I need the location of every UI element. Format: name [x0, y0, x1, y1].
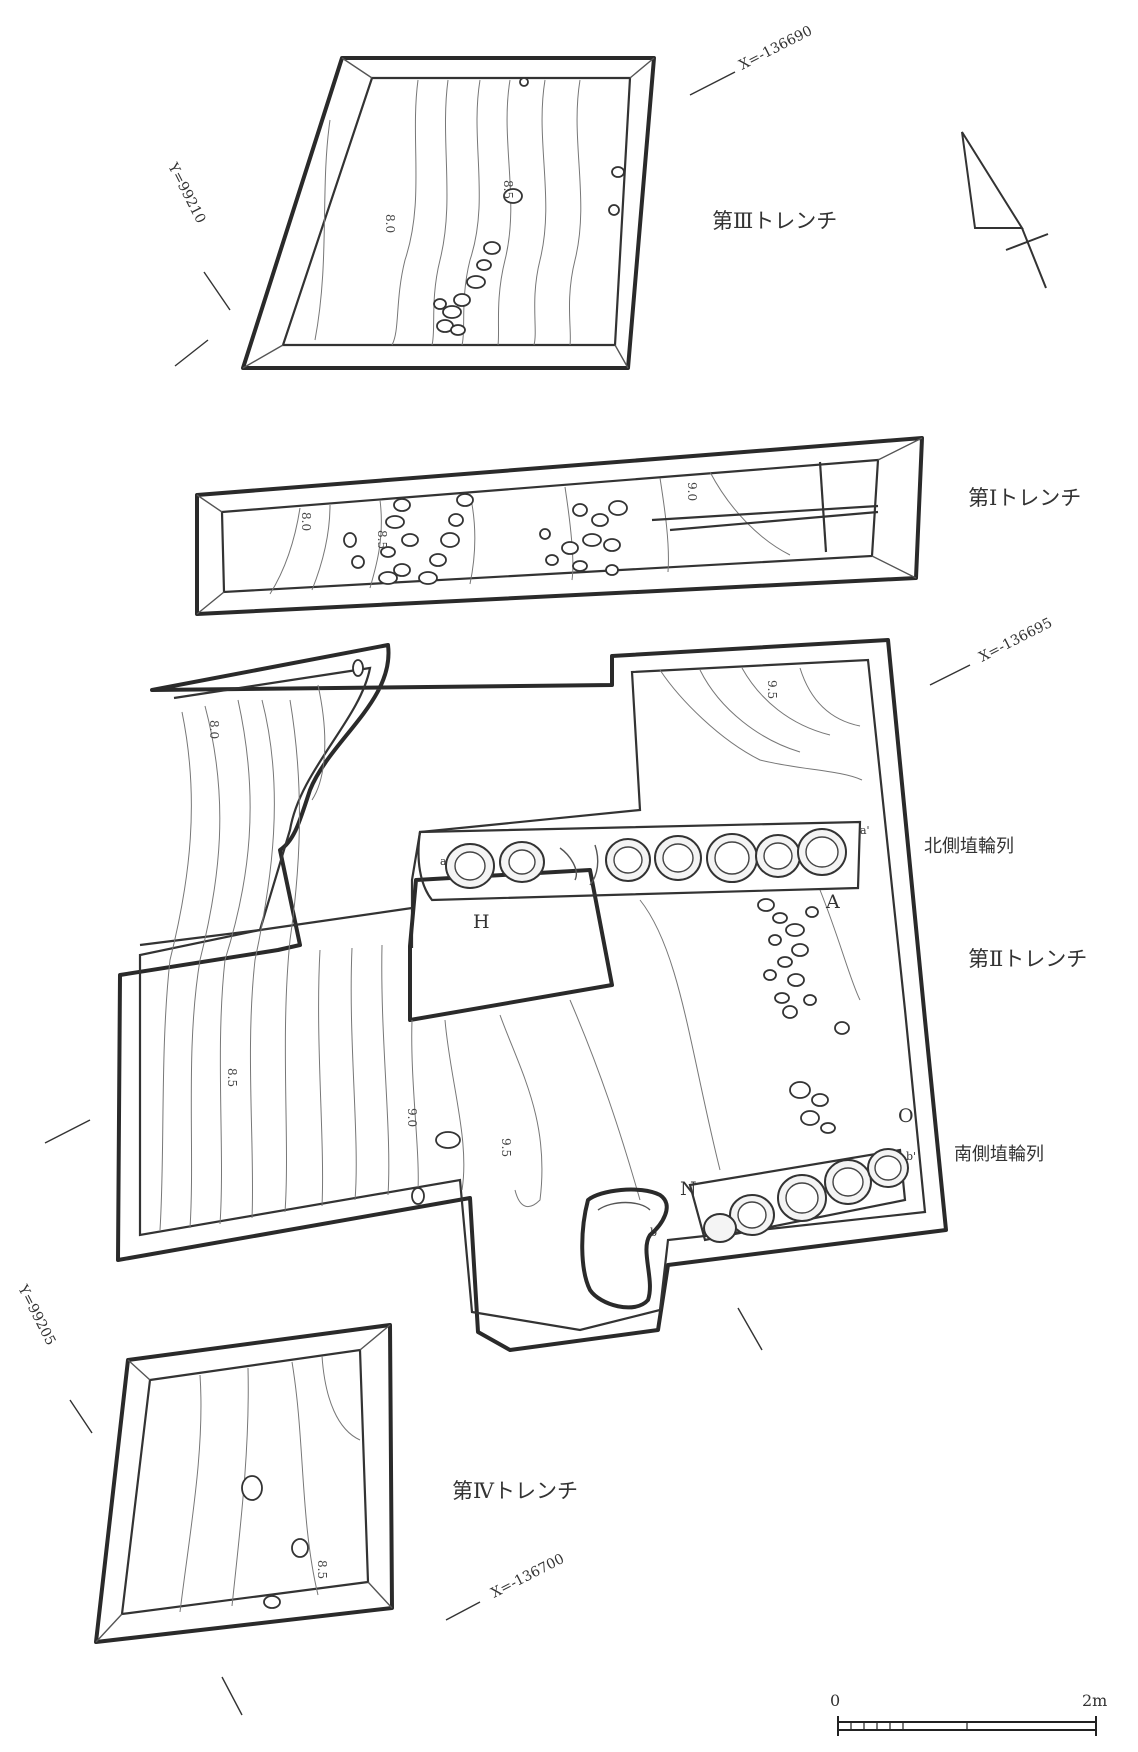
contour-label: 8.5 [315, 1560, 329, 1579]
trench-1: 8.0 8.5 9.0 [195, 436, 924, 616]
stones-t4 [241, 1475, 309, 1609]
haniwa-row-south [703, 1148, 909, 1243]
contour-label: 8.5 [375, 530, 389, 549]
trench-3-label: 第Ⅲトレンチ [712, 209, 837, 233]
point-b-prime: b' [906, 1150, 916, 1163]
stones-t1 [343, 493, 628, 585]
scale-bar: 0 2m [830, 1691, 1107, 1736]
contour-label: 9.0 [405, 1108, 419, 1127]
trench-3: 8.5 8.0 [241, 56, 656, 370]
trench-2: 9.5 8.0 8.5 9.0 9.5 H A N O a a' b b' [116, 638, 948, 1352]
contour-label: 9.0 [685, 482, 699, 501]
coord-y-99210: Y=99210 [164, 160, 208, 227]
stones-t3 [433, 77, 625, 336]
coord-x-136690: X=-136690 [737, 23, 815, 74]
scale-zero: 0 [830, 1691, 840, 1710]
north-haniwa-row-label: 北側埴輪列 [924, 836, 1014, 857]
trench-2-label: 第Ⅱトレンチ [968, 947, 1087, 971]
contour-label: 8.0 [299, 512, 313, 531]
point-A: A [825, 891, 840, 913]
south-haniwa-row-label: 南側埴輪列 [954, 1144, 1044, 1165]
north-arrow [961, 131, 1049, 289]
coord-x-136700: X=-136700 [489, 1551, 567, 1602]
trench-4: 8.5 [94, 1323, 394, 1644]
contour-label: 9.5 [765, 680, 779, 699]
scale-max: 2m [1082, 1691, 1107, 1710]
trench-4-label: 第Ⅳトレンチ [452, 1479, 578, 1503]
contour-label: 8.0 [383, 214, 397, 233]
point-N: N [680, 1178, 697, 1200]
point-H: H [473, 911, 490, 933]
point-a-prime: a' [860, 824, 870, 837]
contour-label: 9.5 [499, 1138, 513, 1157]
contour-label: 8.0 [207, 720, 221, 739]
haniwa-row-north [445, 828, 847, 889]
contour-label: 8.5 [225, 1068, 239, 1087]
trench-1-label: 第Ⅰトレンチ [968, 486, 1081, 510]
coord-y-99205: Y=99205 [14, 1282, 58, 1349]
stones-t2 [352, 659, 850, 1205]
coord-x-136695: X=-136695 [977, 615, 1055, 666]
contour-label: 8.5 [501, 180, 515, 199]
point-a: a [440, 855, 447, 868]
point-O: O [898, 1105, 914, 1127]
point-b: b [650, 1226, 657, 1239]
